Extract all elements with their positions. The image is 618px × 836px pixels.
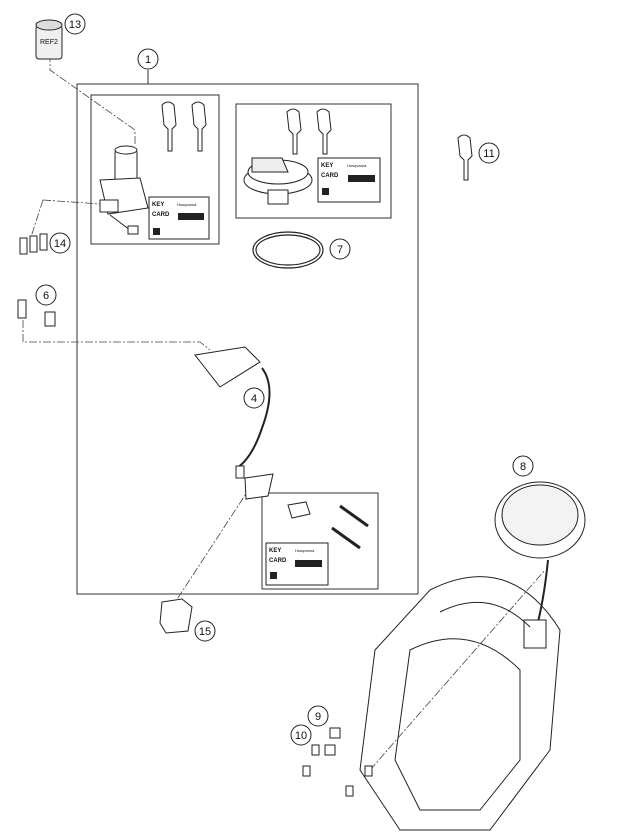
callout-15: 15: [194, 620, 216, 642]
svg-text:13: 13: [69, 19, 81, 31]
fuel-cap-keys: [286, 108, 332, 155]
dashboard-part: [494, 481, 586, 649]
svg-text:8: 8: [520, 461, 526, 473]
svg-text:14: 14: [54, 238, 66, 250]
seat-lock-box: [261, 492, 379, 590]
svg-text:1: 1: [145, 54, 151, 66]
front-mask-part: [359, 576, 561, 831]
ignition-keys: [161, 101, 207, 152]
svg-text:6: 6: [43, 290, 49, 302]
lock-cylinder-label: REF2: [40, 39, 58, 46]
callout-11: 11: [478, 142, 500, 164]
key-card-3: KEY Husqvarna CARD: [265, 542, 329, 586]
key-card-3-brand: Husqvarna: [295, 548, 315, 553]
screws-10: [302, 744, 373, 797]
nuts-9: [324, 727, 341, 756]
callout-10: 10: [290, 724, 312, 746]
callout-8: 8: [512, 455, 534, 477]
svg-text:4: 4: [251, 393, 257, 405]
svg-text:15: 15: [199, 626, 211, 638]
seat-lock-cable-part: [194, 346, 274, 500]
key-card-2-brand: Husqvarna: [347, 163, 367, 168]
bracket-15-part: [159, 598, 193, 634]
key-card-3-card: CARD: [269, 558, 287, 564]
key-card-2-card: CARD: [321, 173, 339, 179]
ignition-lock-box: [90, 94, 220, 245]
key-card-2-key: KEY: [321, 163, 333, 169]
svg-text:7: 7: [337, 244, 343, 256]
spare-key-part: [457, 134, 473, 181]
svg-text:10: 10: [295, 730, 307, 742]
seat-lock-tools: [287, 501, 369, 550]
callout-1: 1: [137, 48, 159, 70]
callout-14: 14: [49, 232, 71, 254]
ignition-lock-part: [99, 145, 149, 235]
key-card-2: KEY Husqvarna CARD: [317, 157, 381, 203]
seal-ring-part: [252, 231, 324, 269]
lock-cylinder-part: REF2: [35, 19, 63, 60]
leader-lines: [22, 54, 546, 771]
key-card-1-brand: Husqvarna: [177, 202, 197, 207]
svg-text:9: 9: [315, 711, 321, 723]
key-card-1: KEY Husqvarna CARD: [148, 196, 210, 240]
bolts-14: [19, 233, 48, 255]
key-card-1-card: CARD: [152, 212, 170, 218]
key-card-3-key: KEY: [269, 548, 281, 554]
screws-6: [17, 299, 56, 327]
svg-text:11: 11: [483, 148, 494, 160]
key-card-1-key: KEY: [152, 202, 164, 208]
callout-4: 4: [243, 387, 265, 409]
callout-9: 9: [307, 705, 329, 727]
callout-13: 13: [64, 13, 86, 35]
callout-6: 6: [35, 284, 57, 306]
assembly-frame: [76, 83, 419, 595]
fuel-cap-box: [235, 103, 392, 219]
fuel-cap-part: [243, 157, 313, 205]
callout-7: 7: [329, 238, 351, 260]
